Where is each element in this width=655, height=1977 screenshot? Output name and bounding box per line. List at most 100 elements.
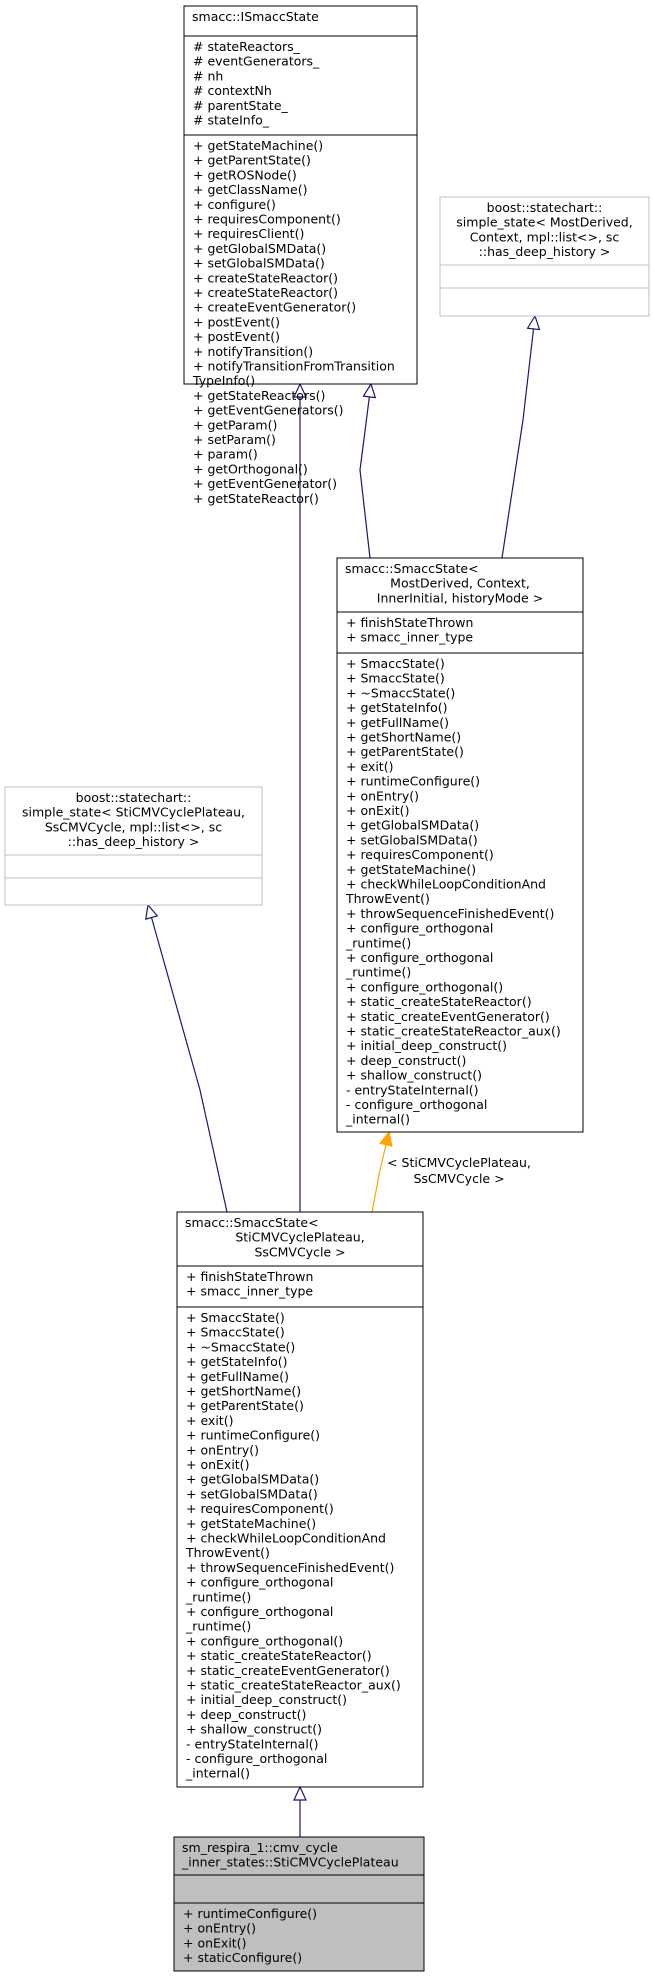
class-method: + getShortName() <box>186 1384 301 1399</box>
class-attribute: # stateInfo_ <box>193 113 270 128</box>
class-box-frame <box>176 1211 424 1788</box>
class-attribute: # eventGenerators_ <box>193 54 320 69</box>
class-title-line: ::has_deep_history > <box>68 834 200 849</box>
class-method: + initial_deep_construct() <box>186 1692 347 1707</box>
class-method: + runtimeConfigure() <box>346 774 480 789</box>
class-method: + getParam() <box>193 417 277 432</box>
class-method: + onEntry() <box>186 1442 259 1457</box>
class-box-smacc-state-template[interactable]: smacc::SmaccState<MostDerived, Context,I… <box>336 557 584 1133</box>
class-method: + getGlobalSMData() <box>346 818 479 833</box>
class-method: + requiresClient() <box>193 226 304 241</box>
edge-line <box>501 315 536 559</box>
class-attribute: + finishStateThrown <box>346 615 473 630</box>
class-method: + shallow_construct() <box>346 1068 482 1083</box>
class-method: + exit() <box>186 1413 233 1428</box>
class-method: ThrowEvent() <box>185 1545 270 1560</box>
class-method: _runtime() <box>345 965 411 980</box>
inheritance-arrowhead <box>145 903 159 920</box>
class-box-frame <box>4 786 263 906</box>
class-method: + runtimeConfigure() <box>183 1906 317 1921</box>
class-method: + requiresComponent() <box>186 1501 334 1516</box>
class-method: + checkWhileLoopConditionAnd <box>346 877 546 892</box>
class-method: + ~SmaccState() <box>186 1339 295 1354</box>
class-method: + getParentState() <box>193 153 311 168</box>
class-method: + getClassName() <box>193 182 308 197</box>
class-attribute: # parentState_ <box>193 98 289 113</box>
class-method: + getStateMachine() <box>186 1516 316 1531</box>
class-title-line: boost::statechart:: <box>487 200 603 215</box>
class-method: + runtimeConfigure() <box>186 1428 320 1443</box>
inheritance-arrowhead <box>293 1785 307 1801</box>
class-method: + static_createStateReactor() <box>186 1648 372 1663</box>
edge-template-to-simple-state-top <box>501 314 541 559</box>
inheritance-arrowhead <box>362 382 377 399</box>
class-method: + configure_orthogonal <box>186 1575 333 1590</box>
class-box-smacc-state-instance[interactable]: smacc::SmaccState<StiCMVCyclePlateau,SsC… <box>176 1211 424 1788</box>
class-box-frame <box>336 557 584 1133</box>
class-box-plateau[interactable]: sm_respira_1::cmv_cycle_inner_states::St… <box>173 1836 425 1972</box>
class-method: + getParentState() <box>346 744 464 759</box>
class-method: + checkWhileLoopConditionAnd <box>186 1531 386 1546</box>
class-method: + staticConfigure() <box>183 1950 302 1965</box>
class-attribute: # stateReactors_ <box>193 39 301 54</box>
class-attribute: + smacc_inner_type <box>186 1284 313 1299</box>
class-method: + configure_orthogonal <box>346 921 493 936</box>
edge-instance-to-template <box>371 1130 393 1213</box>
class-method: - entryStateInternal() <box>186 1736 319 1751</box>
class-method: + createStateReactor() <box>193 285 338 300</box>
class-method: + getStateMachine() <box>346 862 476 877</box>
class-method: - configure_orthogonal <box>346 1097 487 1112</box>
class-title-line: _inner_states::StiCMVCyclePlateau <box>181 1855 399 1870</box>
class-title-line: smacc::SmaccState< <box>345 561 479 576</box>
class-method: + getStateInfo() <box>186 1354 287 1369</box>
class-method: + ~SmaccState() <box>346 685 455 700</box>
class-title-line: sm_respira_1::cmv_cycle <box>182 1840 338 1855</box>
class-method: - configure_orthogonal <box>186 1751 327 1766</box>
class-method: + initial_deep_construct() <box>346 1038 507 1053</box>
class-method: + throwSequenceFinishedEvent() <box>186 1560 394 1575</box>
class-method: + getOrthogonal() <box>193 461 308 476</box>
class-method: + getROSNode() <box>193 167 297 182</box>
class-method: + getStateReactors() <box>193 388 325 403</box>
class-title-line: smacc::ISmaccState <box>192 9 319 24</box>
class-method: + configure_orthogonal() <box>346 979 503 994</box>
class-method: + onExit() <box>183 1935 246 1950</box>
class-method: + setParam() <box>193 432 276 447</box>
edge-line <box>147 904 228 1213</box>
class-title-line: simple_state< StiCMVCyclePlateau, <box>22 805 245 820</box>
class-box-frame <box>439 196 650 317</box>
class-method: + notifyTransitionFromTransition <box>193 359 395 374</box>
class-title-line: StiCMVCyclePlateau, <box>235 1230 364 1245</box>
class-method: _internal() <box>345 1112 410 1127</box>
class-method: + getEventGenerators() <box>193 403 344 418</box>
class-title-line: MostDerived, Context, <box>390 576 530 591</box>
class-method: + onExit() <box>186 1457 249 1472</box>
class-box-istate[interactable]: smacc::ISmaccState# stateReactors_# even… <box>183 5 418 506</box>
class-method: + configure_orthogonal <box>346 950 493 965</box>
class-method: + setGlobalSMData() <box>193 256 325 271</box>
class-attribute: + smacc_inner_type <box>346 630 473 645</box>
class-method: + static_createEventGenerator() <box>186 1663 390 1678</box>
template-argument-label-line-2: SsCMVCycle > <box>413 1171 504 1186</box>
class-method: + notifyTransition() <box>193 344 313 359</box>
class-method: _runtime() <box>345 935 411 950</box>
class-title-line: simple_state< MostDerived, <box>456 215 632 230</box>
class-method: _runtime() <box>185 1589 251 1604</box>
edge-instance-to-istate <box>293 382 307 1212</box>
class-method: + SmaccState() <box>346 656 445 671</box>
class-method: _internal() <box>185 1766 250 1781</box>
inheritance-arrowhead <box>526 314 541 331</box>
class-method: + exit() <box>346 759 393 774</box>
class-method: + requiresComponent() <box>346 847 494 862</box>
class-method: + throwSequenceFinishedEvent() <box>346 906 554 921</box>
class-method: + requiresComponent() <box>193 212 341 227</box>
class-method: + getGlobalSMData() <box>186 1472 319 1487</box>
class-method: + postEvent() <box>193 314 280 329</box>
edge-instance-to-simple-state-left <box>145 903 228 1213</box>
class-box-simple-state-top[interactable]: boost::statechart::simple_state< MostDer… <box>439 196 650 317</box>
class-title-line: ::has_deep_history > <box>479 244 611 259</box>
class-method: + shallow_construct() <box>186 1722 322 1737</box>
class-method: + static_createStateReactor_aux() <box>346 1024 561 1039</box>
class-box-simple-state-left[interactable]: boost::statechart::simple_state< StiCMVC… <box>4 786 263 906</box>
